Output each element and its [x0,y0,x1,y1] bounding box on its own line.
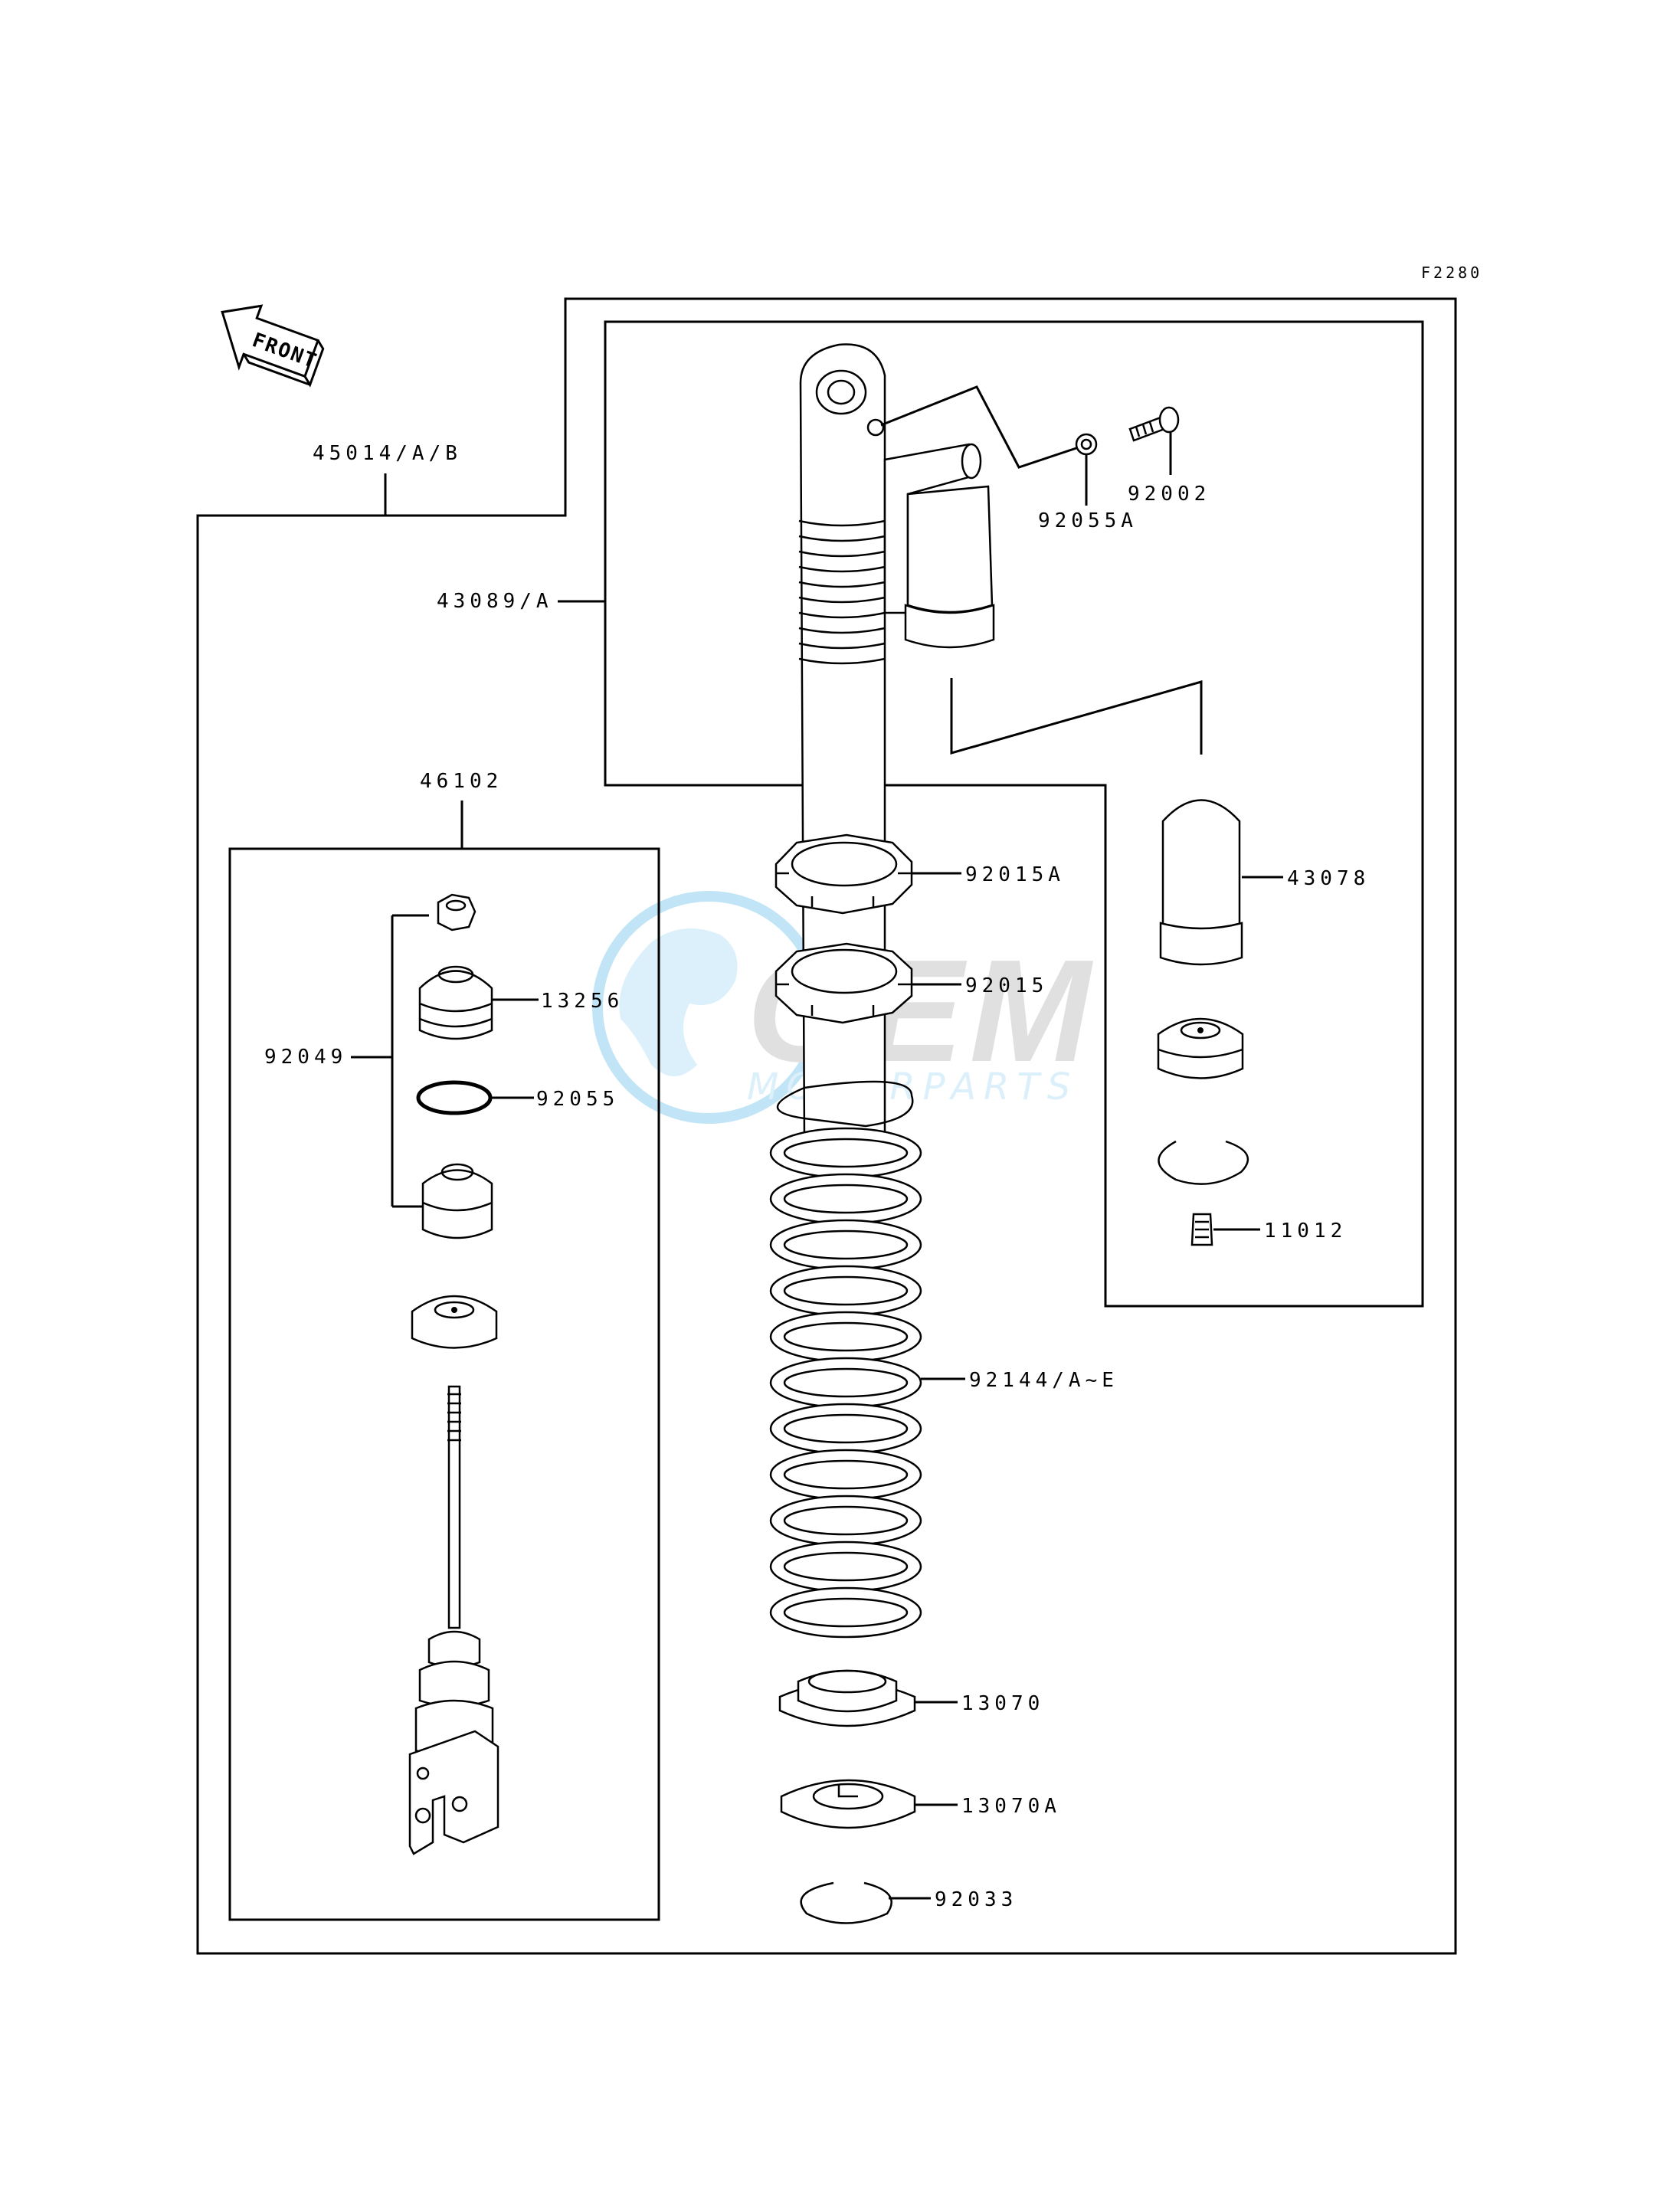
valve-11012-icon [1190,1213,1213,1246]
bladder-43078-icon [1159,799,1243,966]
label-92015: 92015 [965,974,1048,997]
label-92049: 92049 [264,1046,347,1069]
label-43078: 43078 [1287,867,1370,890]
seal-lower-icon [421,1163,493,1239]
label-92055: 92055 [536,1088,619,1111]
nut-92015-icon [775,942,913,1024]
washer-92055A-hole [1080,438,1092,450]
spring-92144-icon [769,1080,922,1639]
piston-rod-icon [408,1385,499,1855]
guide-13070-icon [778,1669,916,1727]
label-13256: 13256 [541,990,624,1013]
shock-body-frame [604,320,1424,1308]
front-arrow-icon: FRONT [221,304,325,388]
reservoir-cap-icon [1157,1017,1244,1079]
circlip-reservoir-icon [1158,1140,1249,1185]
label-11012: 11012 [1264,1220,1347,1243]
label-92015A: 92015A [965,863,1065,886]
rod-assembly-frame [228,847,660,1921]
label-43089: 43089/A [437,590,553,613]
label-92055A: 92055A [1038,509,1138,532]
nut-small-icon [437,893,476,932]
label-92002: 92002 [1128,483,1210,506]
label-13070A: 13070A [961,1795,1061,1818]
label-13070: 13070 [961,1692,1044,1715]
locknut-92015A-icon [775,833,913,915]
label-46102: 46102 [420,770,503,793]
seal-13256-icon [418,965,493,1040]
watermark-continents [619,928,738,1076]
assembly-frame [196,297,1457,1955]
figure-code: F2280 [1421,264,1482,282]
oring-92055-icon [416,1080,493,1115]
watermark-subtitle: MOTORPARTS [747,1066,1078,1108]
connector-43078 [950,678,1203,755]
bolt-92002-icon [1128,406,1180,442]
circlip-92033-icon [800,1881,892,1924]
washer-92055A-icon [1075,433,1098,456]
label-45014: 45014/A/B [313,442,462,465]
label-92033: 92033 [935,1888,1017,1911]
label-92144: 92144/A~E [969,1369,1118,1392]
leader-92055A [880,385,1088,506]
piston-icon [411,1295,498,1349]
bracket-92049 [351,914,429,1208]
collar-13070A-icon [780,1779,916,1829]
